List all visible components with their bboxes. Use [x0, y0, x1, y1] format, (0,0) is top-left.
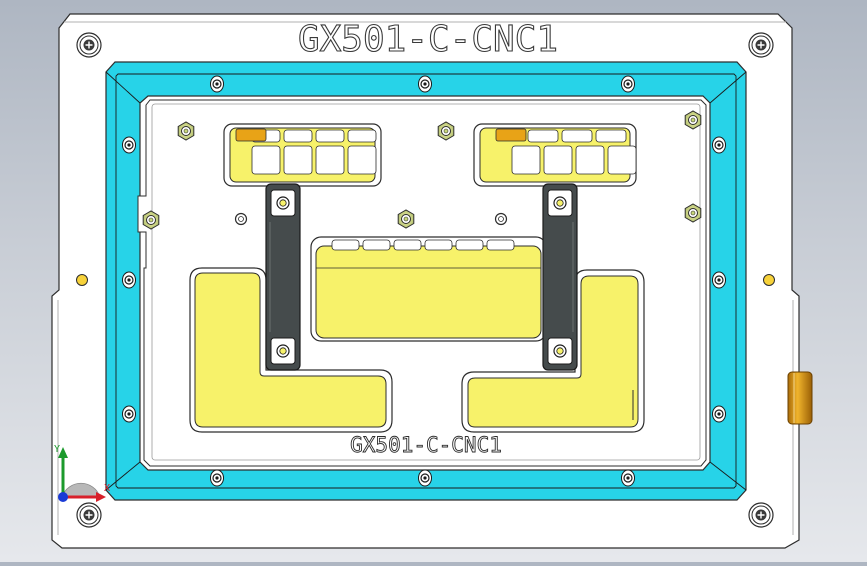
hex-nut-icon: [177, 121, 195, 141]
part-label-bottom: GX501-C-CNC1: [350, 433, 502, 457]
bolt-icon: [418, 75, 432, 93]
locating-pin-icon: [763, 274, 775, 286]
bolt-icon: [122, 405, 136, 423]
hex-nut-icon: [397, 209, 415, 229]
screw-icon: [76, 502, 102, 528]
clamp-bar-right[interactable]: [542, 183, 578, 371]
bolt-icon: [621, 75, 635, 93]
bolt-icon: [122, 136, 136, 154]
locating-pin-icon: [76, 274, 88, 286]
bolt-icon: [712, 136, 726, 154]
part-label-top: GX501-C-CNC1: [298, 19, 558, 60]
screw-icon: [76, 32, 102, 58]
bolt-icon: [553, 344, 567, 358]
axis-x-label: X: [104, 483, 110, 494]
hole-icon: [234, 212, 248, 226]
bolt-icon: [210, 75, 224, 93]
air-cylinder[interactable]: [787, 371, 813, 425]
screw-icon: [748, 32, 774, 58]
bolt-icon: [553, 196, 567, 210]
screw-icon: [748, 502, 774, 528]
clamp-bar-left[interactable]: [265, 183, 301, 371]
pocket-upper-right: [473, 123, 637, 187]
bolt-icon: [276, 196, 290, 210]
hole-icon: [494, 212, 508, 226]
hex-nut-icon: [142, 210, 160, 230]
bolt-icon: [712, 405, 726, 423]
bolt-icon: [210, 469, 224, 487]
bolt-icon: [276, 344, 290, 358]
hex-nut-icon: [684, 110, 702, 130]
pocket-center: [310, 236, 547, 342]
bolt-icon: [418, 469, 432, 487]
bolt-icon: [122, 271, 136, 289]
hex-nut-icon: [684, 203, 702, 223]
bolt-icon: [621, 469, 635, 487]
coordinate-triad-icon: Y X: [54, 444, 110, 502]
pocket-upper-left: [223, 123, 382, 187]
bolt-icon: [712, 271, 726, 289]
hex-nut-icon: [437, 121, 455, 141]
pocket-lower-right: [461, 269, 645, 433]
axis-y-label: Y: [54, 444, 60, 455]
